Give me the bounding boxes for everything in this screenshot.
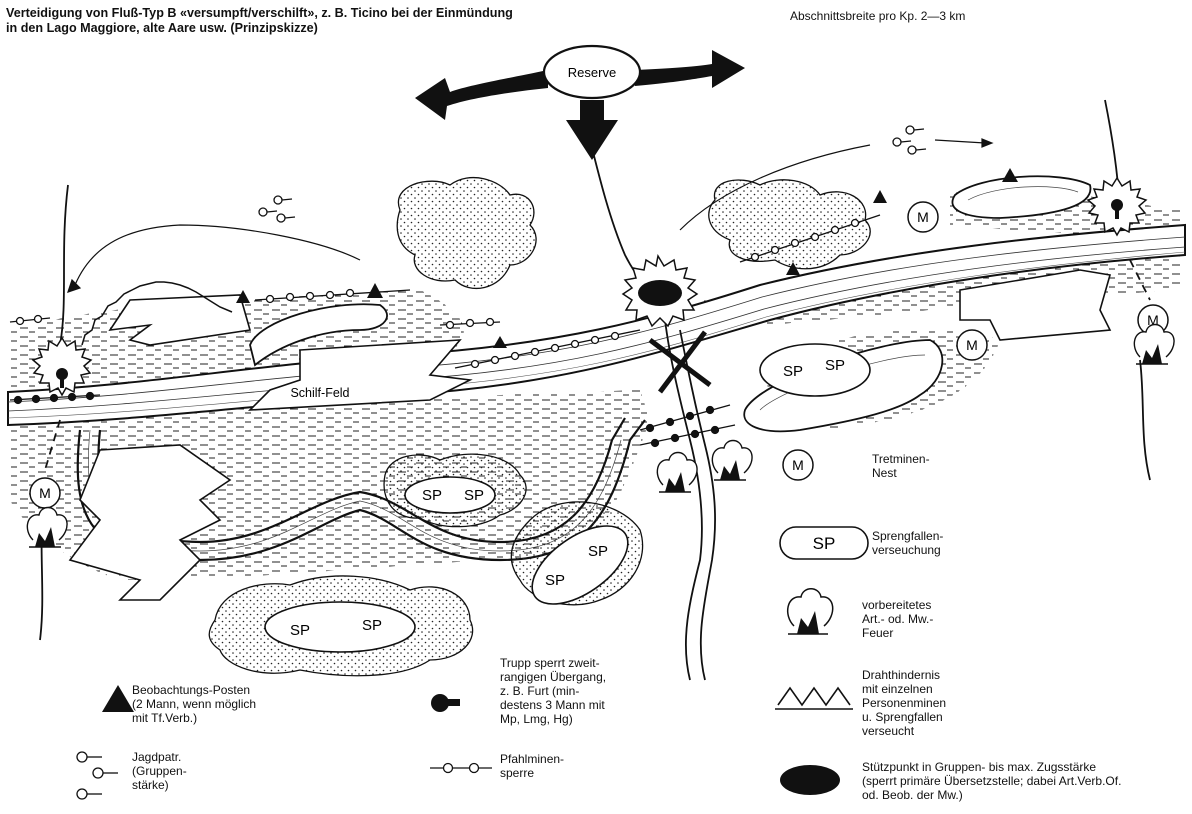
patrol-routes <box>67 138 994 293</box>
m-label-2: M <box>966 337 978 353</box>
legend-tread-mine-nest: Tretminen- Nest <box>872 452 930 480</box>
legend-prepared-fire: vorbereitetes Art.- od. Mw.- Feuer <box>862 598 934 640</box>
wire-obstacle-line <box>81 281 233 346</box>
crossing-blocked-x <box>648 330 712 394</box>
strongpoint-left <box>31 336 93 397</box>
legend-stake-mine: Pfahlminen- sperre <box>500 752 565 780</box>
legend-squad-blocking: Trupp sperrt zweit- rangigen Übergang, z… <box>500 656 607 726</box>
legend-wire-obstacle: Drahthindernis mit einzelnen Personenmin… <box>862 668 947 738</box>
reed-fields <box>68 269 1112 601</box>
booby-trap-zones <box>264 343 871 653</box>
legend-hunting-patrol: Jagdpatr. (Gruppen- stärke) <box>132 750 187 792</box>
legend-booby-trap: Sprengfallen- verseuchung <box>872 529 944 557</box>
sp-label-3: SP <box>422 487 442 504</box>
section-width-note: Abschnittsbreite pro Kp. 2—3 km <box>790 9 966 23</box>
reserve-label: Reserve <box>568 65 616 80</box>
ford-mine-lines <box>9 391 736 448</box>
m-label-5: M <box>792 457 804 473</box>
sp-label-6: SP <box>588 543 608 560</box>
sp-label-1: SP <box>783 363 803 380</box>
diagram-title: Verteidigung von Fluß-Typ B «versumpft/v… <box>6 6 513 35</box>
strongpoint-main <box>621 253 699 328</box>
m-label-4: M <box>39 485 51 501</box>
legend-symbols <box>76 526 869 800</box>
m-label-3: M <box>1147 312 1159 328</box>
reed-field-label: Schilf-Feld <box>290 386 349 400</box>
legend-observation-post: Beobachtungs-Posten (2 Mann, wenn möglic… <box>132 683 257 725</box>
prepared-fire-symbols <box>26 323 1175 548</box>
sp-label-7: SP <box>290 622 310 639</box>
sp-label-4: SP <box>464 487 484 504</box>
observation-posts <box>236 168 1018 348</box>
stake-mine-lines <box>9 214 881 369</box>
legend-sp-symbol-text: SP <box>813 534 836 553</box>
strongpoint-right <box>1086 176 1148 237</box>
sp-label-2: SP <box>825 357 845 374</box>
sp-label-8: SP <box>362 617 382 634</box>
legend-strongpoint: Stützpunkt in Gruppen- bis max. Zugsstär… <box>862 760 1122 802</box>
reserve-arrows <box>415 44 745 160</box>
hunting-patrols <box>258 125 927 223</box>
tread-mine-nests <box>29 201 1169 509</box>
m-label-1: M <box>917 209 929 225</box>
sp-label-5: SP <box>545 572 565 589</box>
